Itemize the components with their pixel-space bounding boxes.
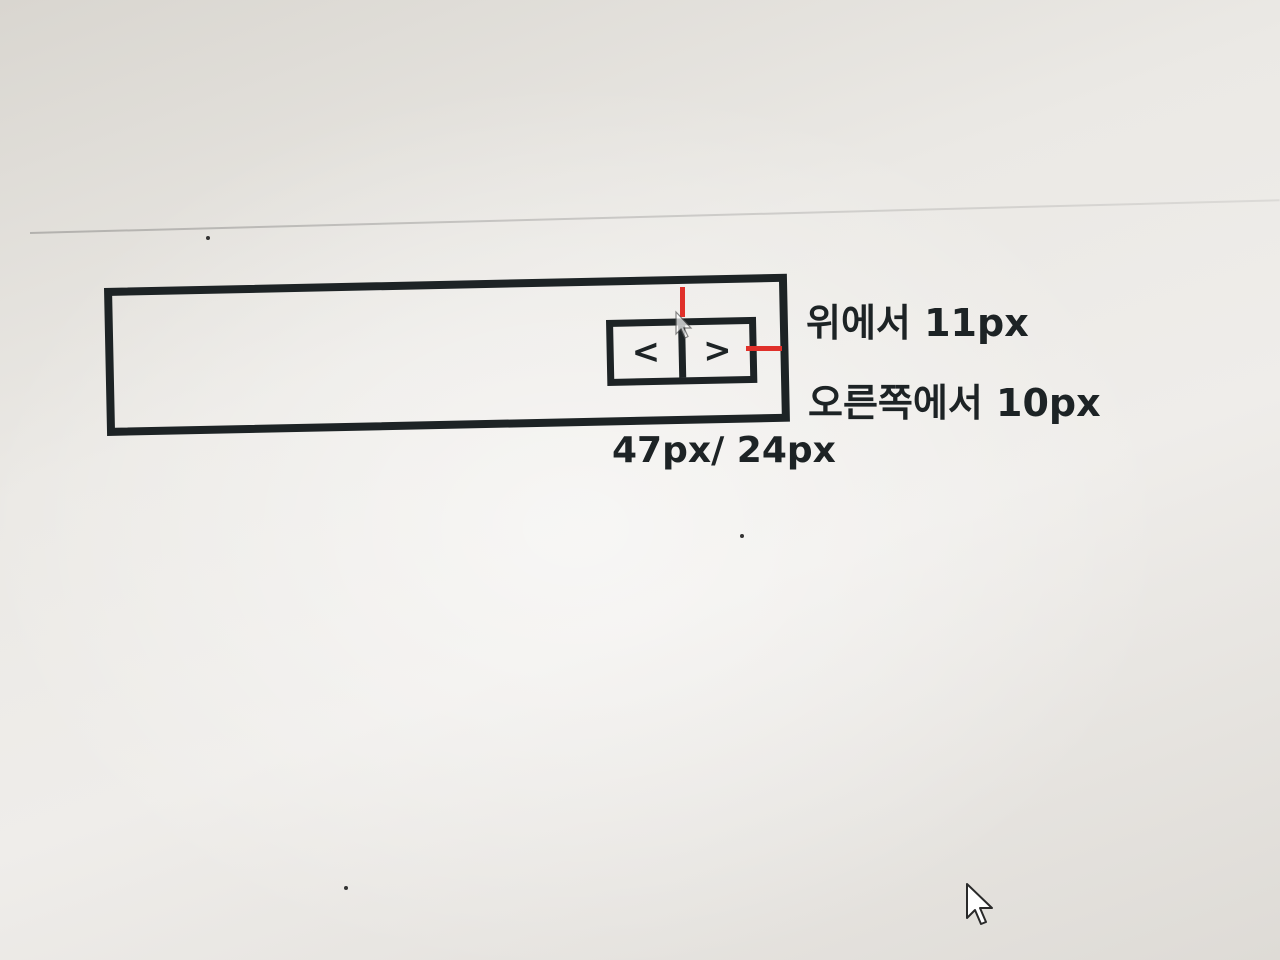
mouse-pointer-icon bbox=[966, 883, 993, 925]
top-offset-marker bbox=[680, 287, 685, 317]
prev-button[interactable]: < bbox=[631, 331, 661, 373]
dust-speck bbox=[344, 886, 348, 890]
right-offset-label: 오른쪽에서 10px bbox=[808, 381, 1101, 425]
dust-speck bbox=[740, 534, 744, 538]
top-offset-label: 위에서 11px bbox=[806, 301, 1029, 345]
button-size-label: 47px/ 24px bbox=[612, 430, 836, 471]
mouse-pointer-icon bbox=[675, 310, 693, 339]
dust-speck bbox=[206, 236, 210, 240]
right-offset-marker bbox=[746, 346, 782, 351]
